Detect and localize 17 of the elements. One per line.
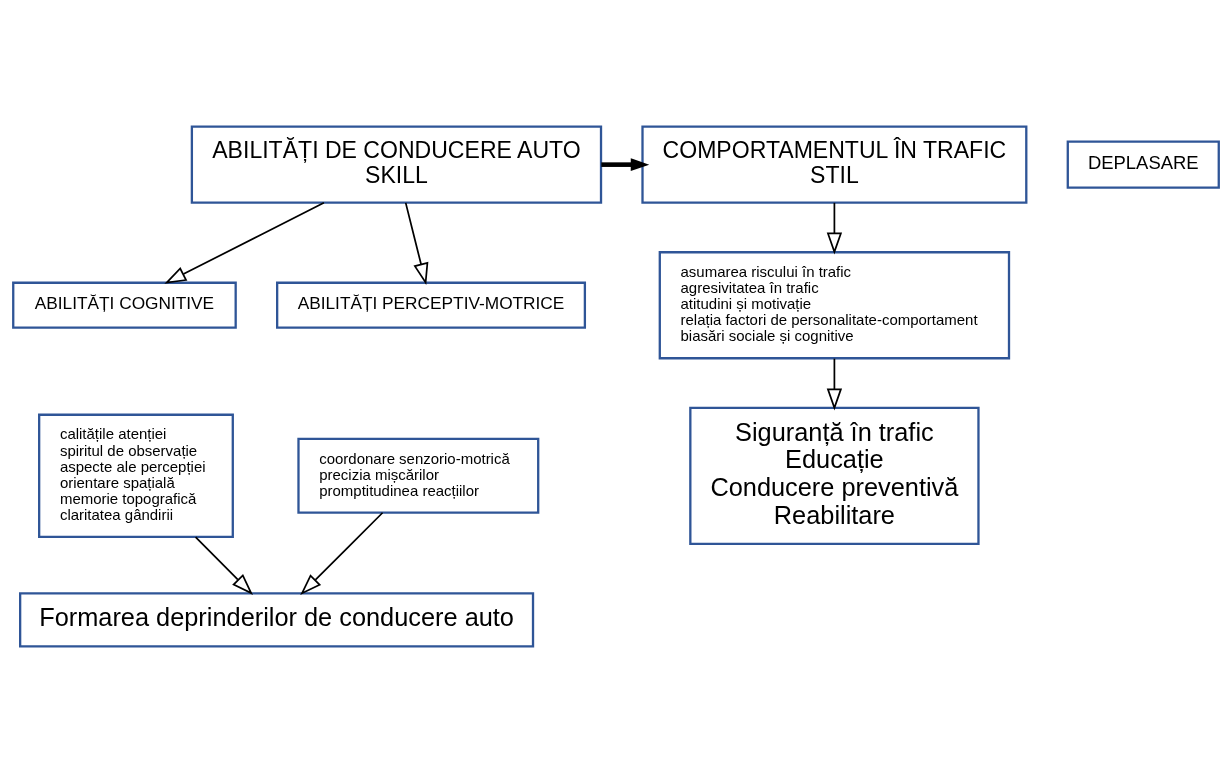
arrow [194,535,254,595]
arrow [826,357,843,410]
node-box: ABILITĂȚI DE CONDUCERE AUTO SKILL [190,124,603,204]
arrow [164,201,325,284]
node-box: DEPLASARE [1066,139,1220,189]
arrow [601,157,650,171]
node-box: asumarea riscului în trafic agresivitatea în trafic atitudini și motivație relația factori de personalitate-comportament biasări sociale și cognitive [658,250,1011,359]
node-box: Siguranță în trafic Educație Conducere preventivă Reabilitare [689,406,980,545]
node-box: COMPORTAMENTUL ÎN TRAFIC STIL [641,124,1028,204]
arrow [826,201,843,254]
arrow [300,511,384,595]
arrow [404,201,429,285]
node-box: ABILITĂȚI PERCEPTIV-MOTRICE [276,281,587,329]
node-box: Formarea deprinderilor de conducere auto [19,591,535,648]
node-box: ABILITĂȚI COGNITIVE [12,281,237,329]
node-box: coordonare senzorio-motrică precizia mișcărilor promptitudinea reacțiilor [297,437,540,514]
node-box: calitățile atenției spiritul de observație aspecte ale percepției orientare spațială memorie topografică claritatea gândirii [38,413,234,538]
